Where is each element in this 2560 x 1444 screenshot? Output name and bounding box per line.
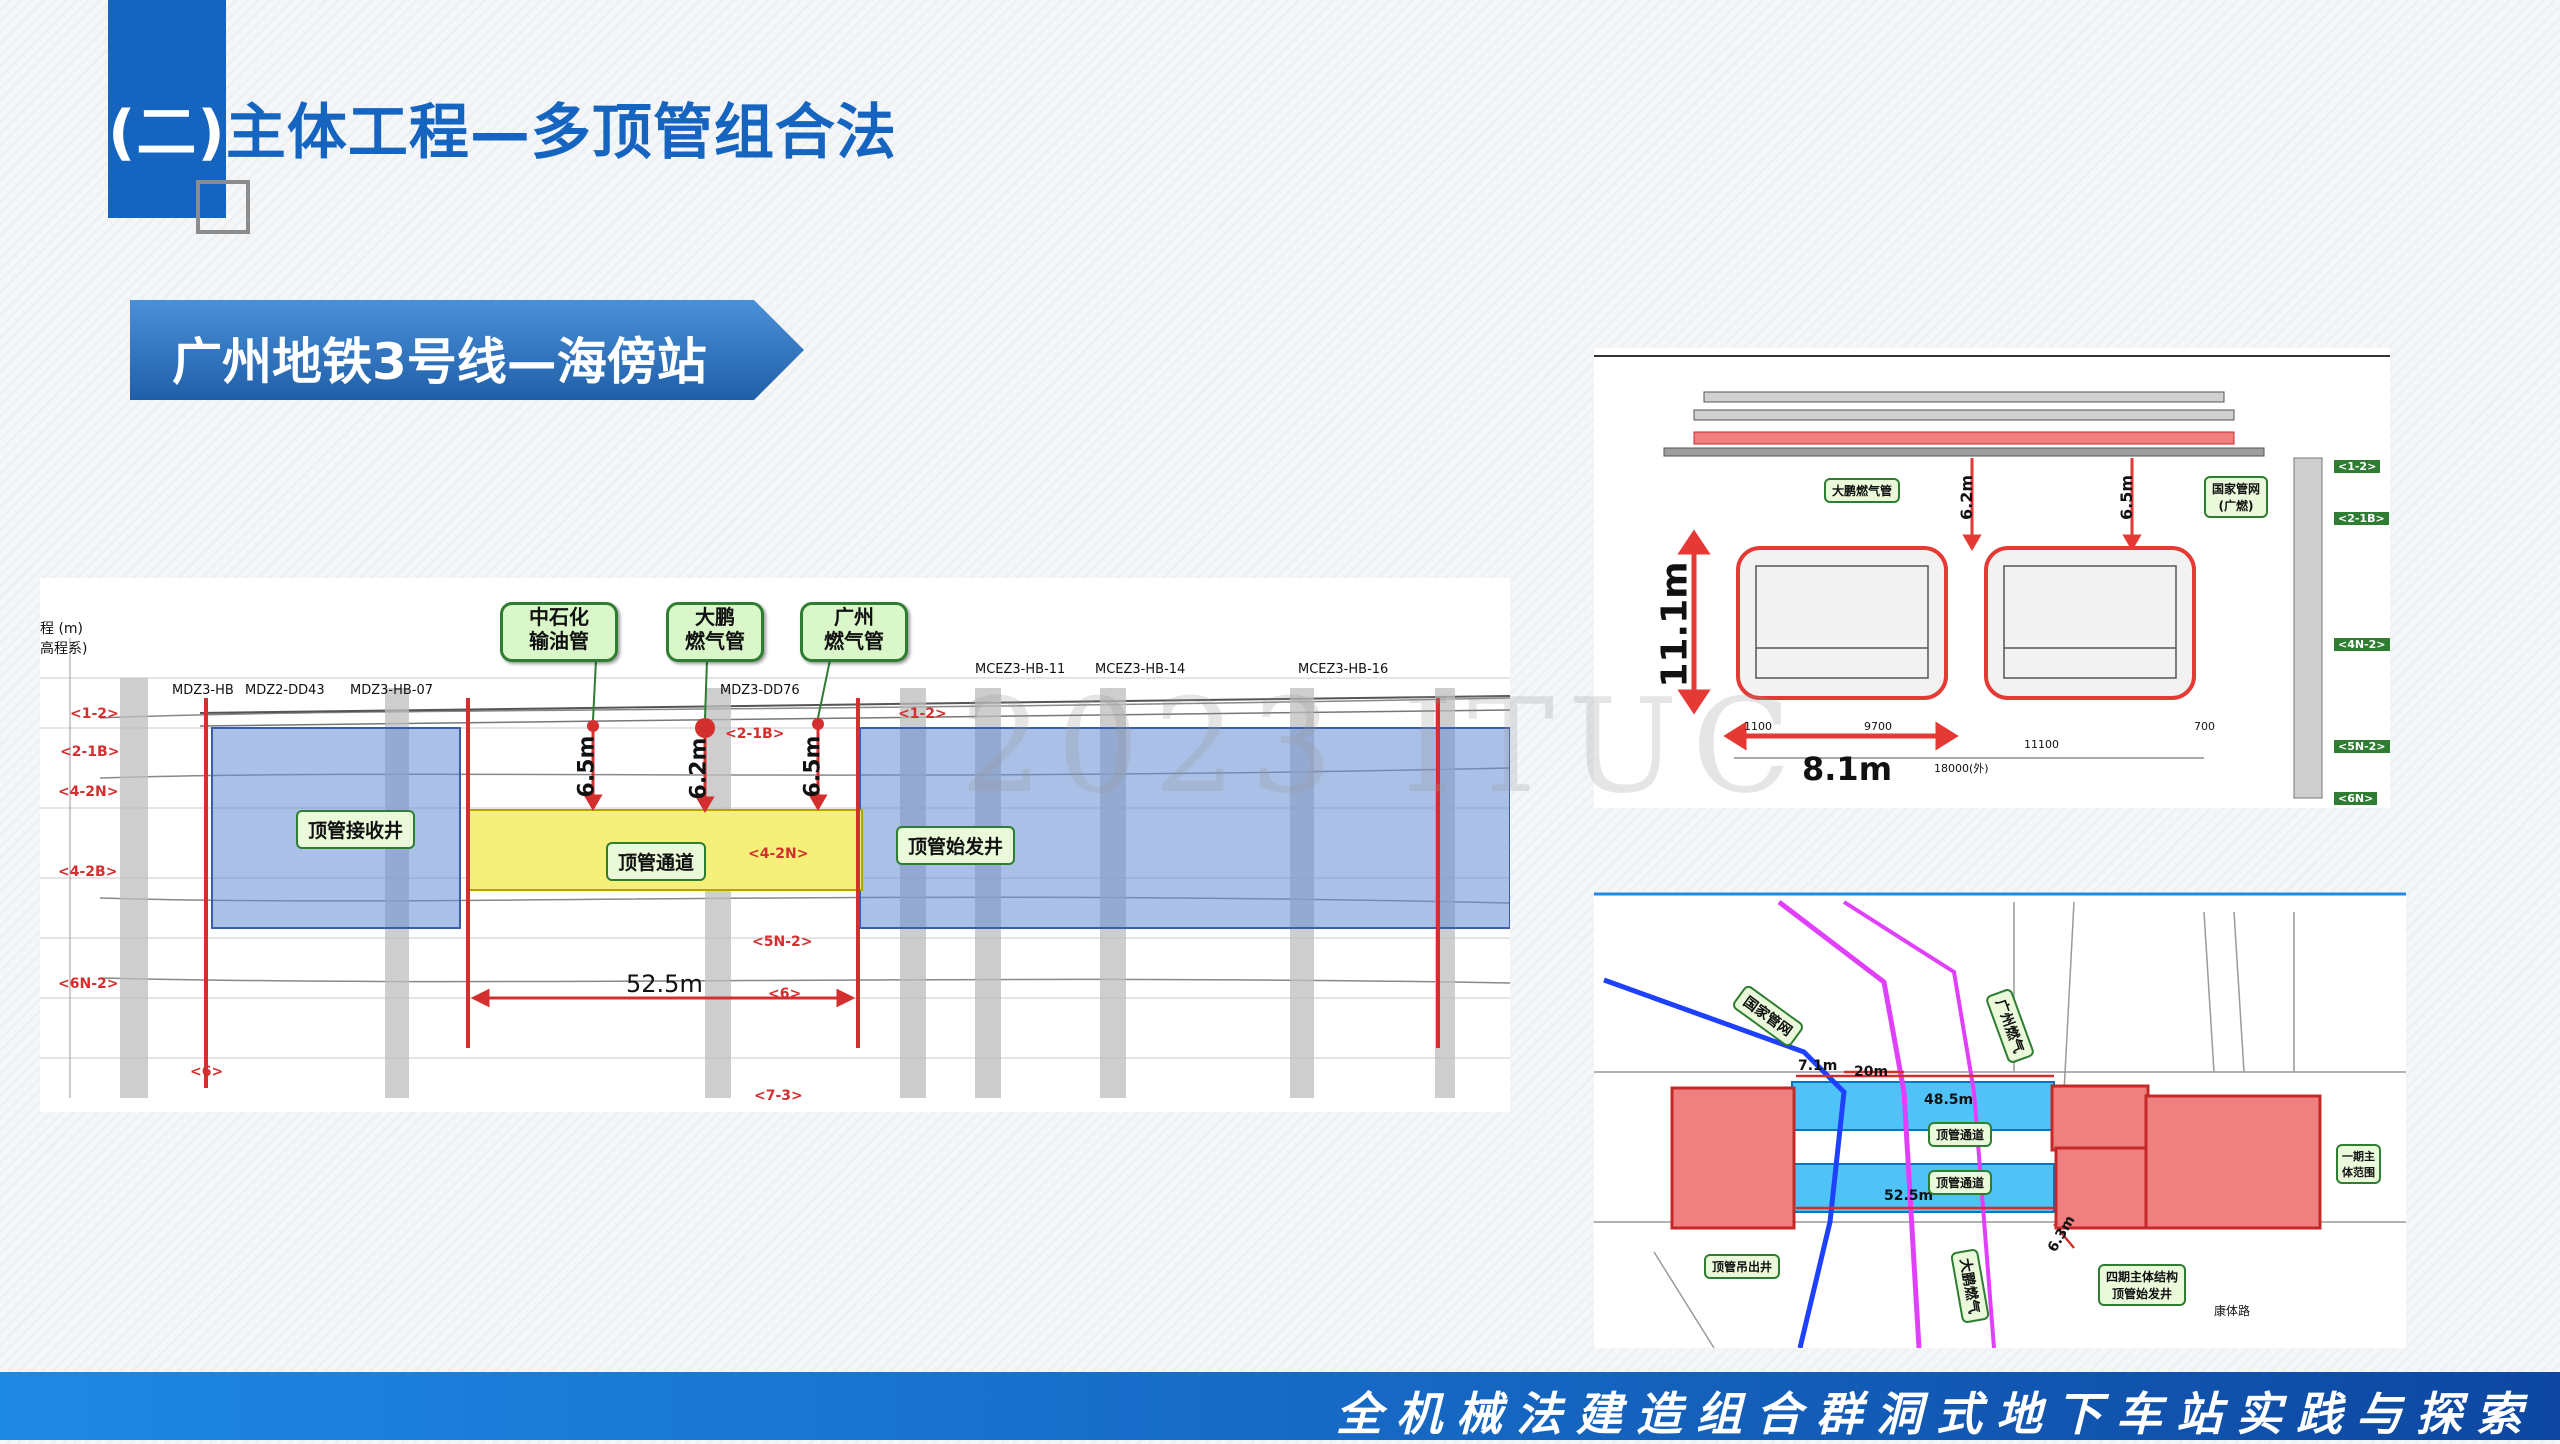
profile-drawing-svg [40, 638, 1510, 1098]
cross-section-svg [1594, 355, 2390, 799]
dimension-text: 20m [1854, 1064, 1889, 1080]
borehole-label: MDZ3-HB [172, 683, 234, 698]
dimension-text: 7.1m [1798, 1058, 1838, 1074]
borehole-label: MCEZ3-HB-11 [975, 662, 1066, 677]
width-label: 8.1m [1802, 750, 1893, 788]
layer-label: <4-2N> [58, 784, 119, 800]
dimension-text: 700 [2194, 720, 2215, 733]
dimension-text: 18000(外) [1934, 762, 1989, 775]
shaft-label: 一期主 体范围 [2336, 1144, 2381, 1184]
watermark: 2023 ITUC [960, 670, 1806, 822]
borehole-label: MDZ2-DD43 [245, 683, 325, 698]
pipe-jacking-channel-label: 顶管通道 [606, 842, 707, 881]
pipe-callout-dapeng: 大鹏 燃气管 [666, 602, 764, 662]
layer-label: <6N-2> [58, 976, 119, 992]
layer-label: <6> [768, 986, 802, 1002]
footer-slogan: 全机械法建造组合群洞式地下车站实践与探索 [1336, 1387, 2536, 1441]
dimension-text: 11100 [2024, 738, 2059, 751]
pipe-label: 大鹏燃气管 [1824, 478, 1901, 503]
layer-label: <1-2> [70, 706, 119, 722]
footer-bar: 全机械法建造组合群洞式地下车站实践与探索 [0, 1372, 2560, 1441]
layer-label: <7-3> [754, 1088, 803, 1104]
profile-axis-label: 高程系) [40, 641, 88, 657]
depth-label: 6.2m [1957, 474, 1977, 521]
layer-label: <2-1B> [60, 744, 120, 760]
layer-label: <1-2> [2334, 460, 2381, 473]
title-text: 主体工程—多顶管组合法 [225, 98, 897, 168]
dimension-text: 9700 [1864, 720, 1892, 733]
dimension-text: 52.5m [1884, 1188, 1934, 1204]
shaft-label: 顶管吊出井 [1704, 1254, 1781, 1279]
plan-view-svg [1594, 892, 2406, 1348]
layer-label: <5N-2> [2334, 740, 2390, 753]
profile-drawing: 程 (m) 高程系) MDZ3-HB MDZ2-DD43 MDZ3-HB-07 … [40, 578, 1510, 1112]
tunnel-label: 顶管通道 [1928, 1122, 1993, 1147]
layer-label: <2-1B> [725, 726, 785, 742]
tunnel-label: 顶管通道 [1928, 1170, 1993, 1195]
pipe-label: 国家管网 (广燃) [2204, 476, 2269, 518]
borehole-label: MDZ3-HB-07 [350, 683, 434, 698]
section-number: (二) [108, 98, 226, 168]
dimension-text: 48.5m [1924, 1092, 1974, 1108]
title-accent-frame [196, 180, 250, 234]
depth-label: 6.5m [2117, 474, 2137, 521]
layer-label: <2-1B> [2334, 512, 2389, 525]
plan-view-drawing: 国家管网 广州燃气 大鹏燃气 7.1m 20m 48.5m 52.5m 6.3m… [1594, 892, 2406, 1348]
layer-label: <6N> [2334, 792, 2378, 805]
depth-label: 6.2m [686, 737, 712, 800]
borehole-label: MCEZ3-HB-16 [1298, 662, 1389, 677]
receiving-shaft-label: 顶管接收井 [296, 810, 416, 849]
cross-section-drawing: 11.1m 8.1m 6.2m 6.5m 大鹏燃气管 国家管网 (广燃) <1-… [1594, 348, 2390, 808]
shaft-label: 四期主体结构 顶管始发井 [2098, 1264, 2187, 1306]
subtitle-arrow-banner [130, 300, 804, 400]
layer-label: <6> [190, 1064, 224, 1080]
layer-label: <4N-2> [2334, 638, 2390, 651]
page-title: (二)主体工程—多顶管组合法 [108, 84, 897, 171]
layer-label: <5N-2> [752, 934, 813, 950]
subtitle: 广州地铁3号线—海傍站 [172, 333, 707, 391]
launching-shaft-label: 顶管始发井 [896, 826, 1016, 865]
layer-label: <4-2N> [748, 846, 809, 862]
profile-axis-label: 程 (m) [40, 621, 84, 637]
pipe-callout-sinopec: 中石化 输油管 [500, 602, 618, 662]
borehole-label: MCEZ3-HB-14 [1095, 662, 1186, 677]
span-label: 52.5m [626, 970, 703, 998]
layer-label: <4-2B> [58, 864, 118, 880]
borehole-label: MDZ3-DD76 [720, 683, 800, 698]
depth-label: 6.5m [800, 735, 826, 798]
layer-label: <1-2> [898, 706, 947, 722]
height-label: 11.1m [1654, 561, 1696, 688]
pipe-callout-guangzhou: 广州 燃气管 [800, 602, 908, 662]
depth-label: 6.5m [574, 735, 600, 798]
road-label: 康体路 [2214, 1304, 2251, 1318]
dimension-text: 1100 [1744, 720, 1772, 733]
